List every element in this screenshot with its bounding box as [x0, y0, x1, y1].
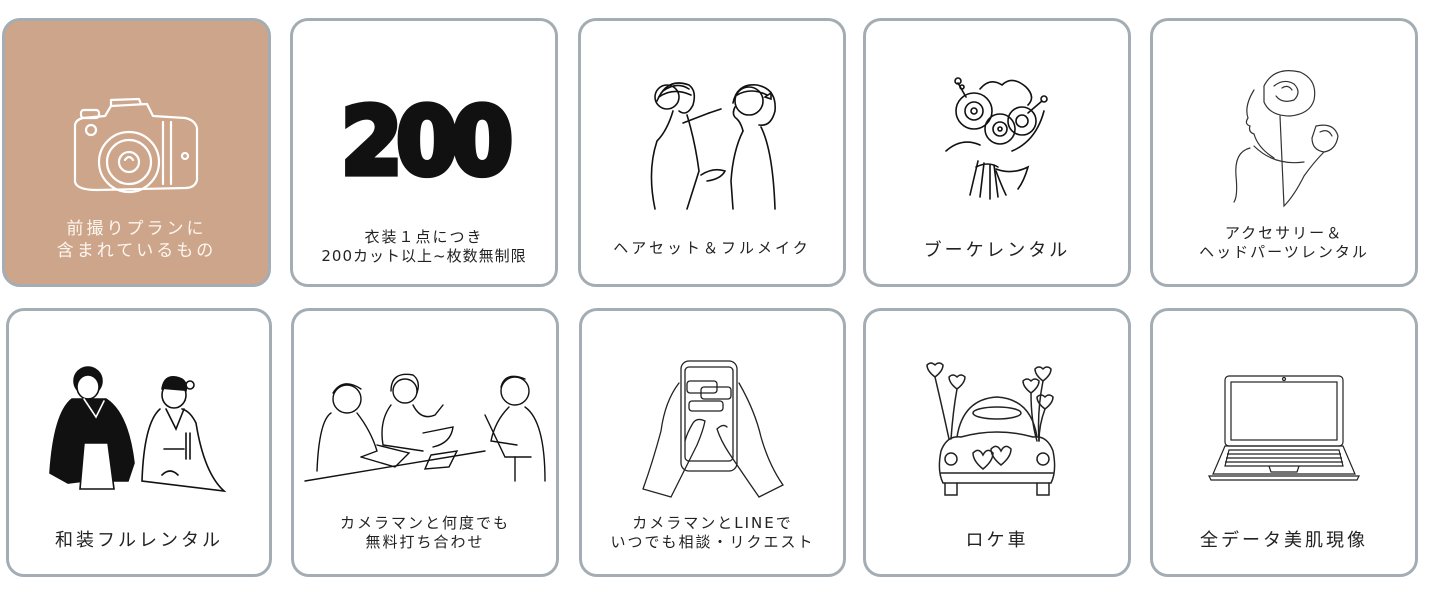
bouquet-icon: [866, 61, 1128, 221]
card-hair-makeup: ヘアセット＆フルメイク: [578, 18, 846, 287]
card-label: カメラマンと何度でも 無料打ち合わせ: [339, 514, 510, 551]
card-plan-header: 前撮りプランに 含まれているもの: [2, 18, 271, 287]
card-retouch-all: 全データ美肌現像: [1150, 308, 1418, 577]
card-location-car: ロケ車: [863, 308, 1131, 577]
makeup-artist-icon: [581, 61, 843, 221]
smartphone-hands-icon: [582, 351, 843, 511]
card-label: カメラマンとLINEで いつでも相談・リクエスト: [610, 514, 815, 551]
card-label: ロケ車: [965, 530, 1029, 551]
card-label: 衣装１点につき 200カット以上~枚数無制限: [321, 228, 527, 265]
card-label: 全データ美肌現像: [1200, 530, 1368, 551]
meeting-people-icon: [294, 351, 556, 511]
card-meeting: カメラマンと何度でも 無料打ち合わせ: [291, 308, 559, 577]
card-wasou-rental: 和装フルレンタル: [6, 308, 272, 577]
card-accessory-rental: アクセサリー＆ ヘッドパーツレンタル: [1150, 18, 1418, 287]
wedding-car-icon: [866, 351, 1128, 511]
laptop-icon: [1153, 351, 1415, 511]
card-label: ブーケレンタル: [923, 240, 1071, 261]
kimono-couple-icon: [9, 353, 269, 513]
camera-icon: [5, 71, 268, 231]
woman-flower-lineart-icon: [1153, 61, 1415, 221]
card-bouquet-rental: ブーケレンタル: [863, 18, 1131, 287]
card-200-cuts: 200 衣装１点につき 200カット以上~枚数無制限: [290, 18, 558, 287]
card-label: アクセサリー＆ ヘッドパーツレンタル: [1199, 224, 1369, 261]
card-label: 前撮りプランに 含まれているもの: [56, 219, 217, 261]
card-label: 和装フルレンタル: [55, 530, 223, 551]
card-label: ヘアセット＆フルメイク: [613, 239, 811, 257]
card-line-consult: カメラマンとLINEで いつでも相談・リクエスト: [579, 308, 846, 577]
number-200-balloon-icon: 200: [338, 84, 516, 198]
